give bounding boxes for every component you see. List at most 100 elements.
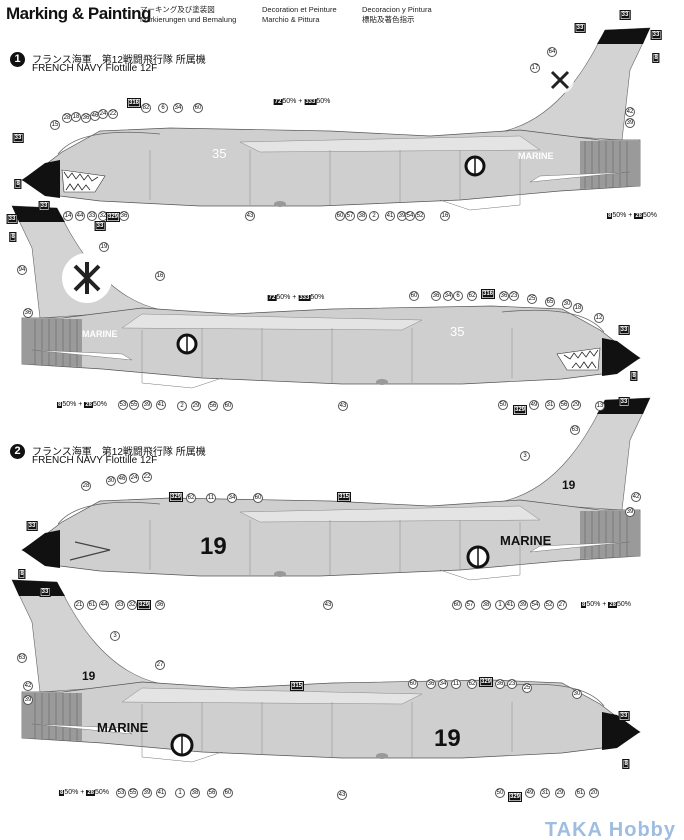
paint-mix-callout: 850% + 2850% (56, 401, 108, 409)
decal-number-callout: 29 (571, 400, 581, 410)
side-number: 19 (434, 725, 461, 752)
aircraft-4-profile: 19 MARINE 19 (11, 579, 641, 763)
paint-code-callout: 315 (289, 681, 305, 691)
paint-code-callout: 33 (12, 133, 24, 143)
decal-number-callout: 22 (142, 472, 152, 482)
paint-code: 8 (606, 213, 613, 219)
paint-code-callout: 33 (618, 711, 630, 721)
decal-number-callout: 36 (119, 211, 129, 221)
decal-number-callout: 41 (505, 600, 515, 610)
tail-emblem (546, 66, 574, 94)
decal-number-callout: 49 (525, 788, 535, 798)
decal-number-callout: 44 (99, 600, 109, 610)
mix-ratio: + (296, 98, 305, 105)
decal-number-callout: 61 (87, 600, 97, 610)
mix-ratio: 50% (62, 401, 77, 408)
decal-number-callout: 50 (498, 400, 508, 410)
decal-number-callout: 21 (74, 600, 84, 610)
decal-number-callout: 32 (127, 600, 137, 610)
decal-number-callout: 63 (570, 425, 580, 435)
decal-number-callout: 39 (142, 788, 152, 798)
decal-number-callout: 11 (206, 493, 216, 503)
decal-number-callout: 24 (129, 473, 139, 483)
decal-number-callout: 61 (575, 788, 585, 798)
paint-code-callout: 316 (480, 289, 496, 299)
paint-code: 72 (267, 295, 277, 301)
decal-number-callout: 31 (540, 788, 550, 798)
decal-number-callout: 65 (545, 297, 555, 307)
paint-mix-callout: 7250% + 33350% (267, 294, 324, 302)
decal-number-callout: 16 (155, 271, 165, 281)
decal-number-callout: 23 (507, 679, 517, 689)
decal-number-callout: 43 (245, 211, 255, 221)
decal-number-callout: 55 (128, 788, 138, 798)
aircraft-1-profile: 35 MARINE (21, 27, 651, 211)
decal-number-callout: 82 (141, 103, 151, 113)
section-number: 2 (10, 444, 25, 459)
paint-code-callout: 33 (650, 30, 662, 40)
decal-number-callout: 17 (530, 63, 540, 73)
mix-ratio: + (290, 294, 299, 301)
decal-number-callout: 15 (50, 120, 60, 130)
lang-es: Decoracion y Pintura (362, 5, 432, 14)
decal-number-callout: 3 (110, 631, 120, 641)
decal-number-callout: 19 (99, 242, 109, 252)
decal-number-callout: 30 (572, 689, 582, 699)
paint-code-callout: 8 (622, 759, 630, 769)
paint-code-callout: 329 (512, 405, 528, 415)
mix-ratio: 50% (282, 98, 297, 105)
decal-number-callout: 39 (518, 600, 528, 610)
decal-number-callout: 60 (223, 401, 233, 411)
aircraft-2-profile: 35 MARINE (11, 205, 641, 389)
decal-number-callout: 33 (115, 600, 125, 610)
decal-number-callout: 30 (106, 476, 116, 486)
paint-code-callout: 329 (105, 212, 121, 222)
decal-number-callout: 39 (625, 507, 635, 517)
mix-ratio: 50% (643, 212, 658, 219)
paint-mix-callout: 850% + 2850% (580, 601, 631, 609)
decal-number-callout: 46 (117, 474, 127, 484)
decal-number-callout: 18 (573, 303, 583, 313)
decal-number-callout: 42 (625, 107, 635, 117)
mix-ratio: 50% (64, 789, 79, 796)
decal-number-callout: 36 (495, 679, 505, 689)
decal-number-callout: 55 (129, 400, 139, 410)
paint-code-callout: 8 (14, 179, 22, 189)
paint-code-callout: 33 (26, 521, 38, 531)
paint-code-callout: 329 (478, 677, 494, 687)
decal-number-callout: 29 (191, 401, 201, 411)
mix-ratio: 50% (612, 212, 627, 219)
paint-code-callout: 329 (136, 600, 152, 610)
decal-number-callout: 12 (594, 313, 604, 323)
decal-number-callout: 94 (17, 265, 27, 275)
decal-number-callout: 38 (481, 600, 491, 610)
mix-ratio: 50% (93, 401, 108, 408)
marine-lettering: MARINE (82, 329, 118, 339)
decal-number-callout: 43 (323, 600, 333, 610)
decal-number-callout: 27 (155, 660, 165, 670)
decal-number-callout: 29 (555, 788, 565, 798)
decal-number-callout: 54 (405, 211, 415, 221)
decal-number-callout: 60 (335, 211, 345, 221)
decal-number-callout: 60 (193, 103, 203, 113)
decal-number-callout: 60 (409, 291, 419, 301)
section-title-ja: フランス海軍 第12戦闘飛行隊 所属機 (32, 447, 206, 458)
paint-code: 28 (608, 602, 618, 608)
decal-number-callout: 56 (559, 400, 569, 410)
side-number: 19 (200, 533, 227, 560)
decal-number-callout: 6 (453, 291, 463, 301)
decal-number-callout: 18 (71, 112, 81, 122)
decal-number-callout: 57 (465, 600, 475, 610)
paint-mix-callout: 850% + 2850% (58, 789, 109, 797)
paint-code-callout: 8 (652, 53, 660, 63)
lang-de: Markierungen und Bemalung (140, 15, 237, 24)
side-number: 35 (212, 146, 226, 161)
decal-number-callout: 27 (557, 600, 567, 610)
decal-number-callout: 36 (155, 600, 165, 610)
paint-code-callout: 33 (6, 214, 18, 224)
decal-number-callout: 1 (175, 788, 185, 798)
decal-number-callout: 34 (227, 493, 237, 503)
paint-code: 28 (634, 213, 644, 219)
decal-number-callout: 25 (522, 683, 532, 693)
paint-code-callout: 33 (619, 10, 631, 20)
